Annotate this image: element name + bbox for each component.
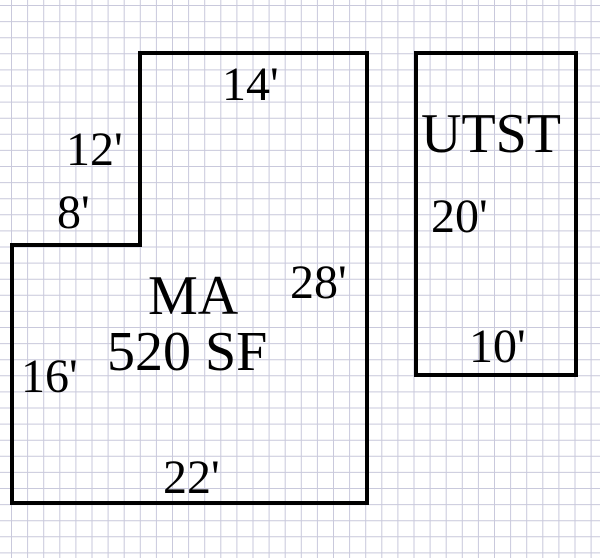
ma-dim-bottom: 22'	[163, 451, 220, 504]
utst-dim-height: 20'	[431, 190, 488, 243]
room-utst-outline	[414, 51, 578, 377]
room-ma-outline	[10, 51, 369, 505]
ma-dim-step: 8'	[57, 186, 90, 239]
ma-dim-lower-left: 16'	[21, 350, 78, 403]
ma-dim-right: 28'	[290, 256, 347, 309]
ma-room-name: MA	[148, 265, 239, 327]
ma-dim-top: 14'	[222, 58, 279, 111]
ma-dim-upper-left: 12'	[66, 123, 123, 176]
ma-area-label: 520 SF	[107, 321, 267, 383]
utst-room-name: UTST	[421, 103, 561, 165]
utst-dim-width: 10'	[469, 320, 526, 373]
